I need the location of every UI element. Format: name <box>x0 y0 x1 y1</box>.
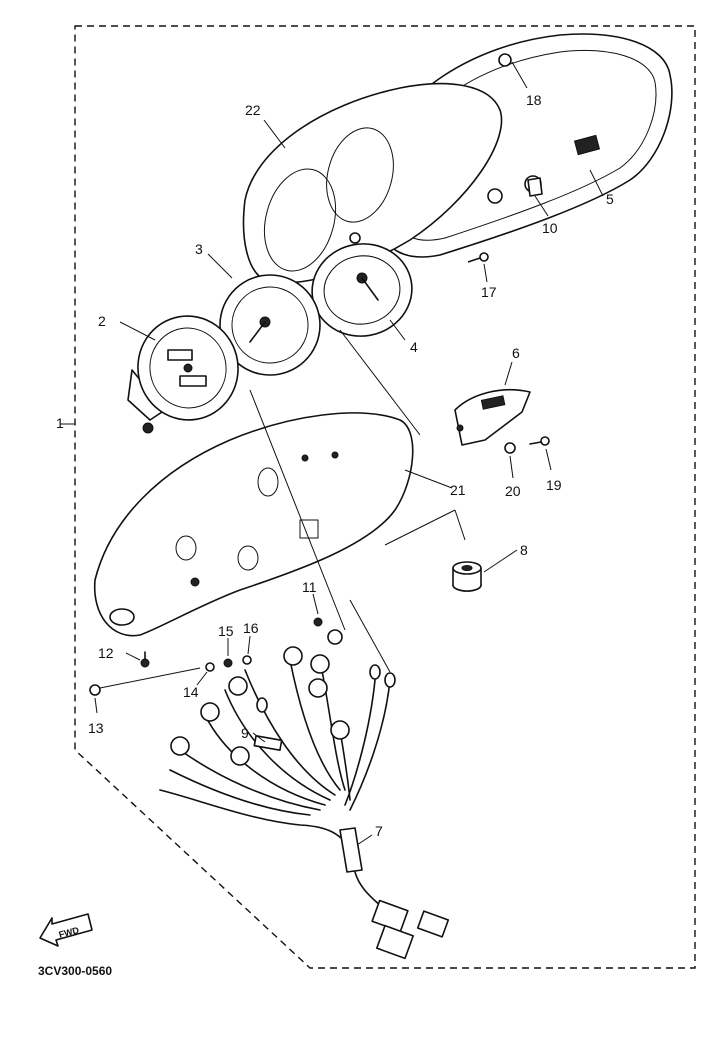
callout-16: 16 <box>243 620 259 636</box>
grommet <box>452 561 482 592</box>
forward-arrow-icon: FWD <box>39 913 93 947</box>
callout-leaders <box>94 61 604 846</box>
callout-6: 6 <box>512 345 520 361</box>
lower-case <box>93 412 414 637</box>
callout-15: 15 <box>218 623 234 639</box>
callout-11: 11 <box>302 579 317 595</box>
assembly-boundary <box>74 25 696 969</box>
indicator-unit <box>454 388 531 446</box>
callout-9: 9 <box>241 725 249 741</box>
screw-12 <box>140 658 150 668</box>
callout-labels: 1 2 3 4 5 6 7 8 9 10 11 12 13 14 15 16 1… <box>56 92 614 839</box>
screw-13 <box>89 684 101 696</box>
callout-8: 8 <box>520 542 528 558</box>
wire-harness <box>159 629 450 960</box>
callout-7: 7 <box>375 823 383 839</box>
washer-15 <box>223 658 233 668</box>
diagram-code: 3CV300-0560 <box>38 964 112 978</box>
grommet-10 <box>527 177 543 197</box>
callout-3: 3 <box>195 241 203 257</box>
washer-20 <box>504 442 516 454</box>
screw-11 <box>313 617 323 627</box>
callout-12: 12 <box>98 645 114 661</box>
speedometer <box>127 315 239 434</box>
screw-14 <box>205 662 215 672</box>
gauge-4 <box>311 243 413 337</box>
callout-21: 21 <box>450 482 466 498</box>
callout-13: 13 <box>88 720 104 736</box>
bulb-9 <box>253 735 283 751</box>
callout-2: 2 <box>98 313 106 329</box>
callout-14: 14 <box>183 684 199 700</box>
callout-4: 4 <box>410 339 418 355</box>
callout-18: 18 <box>526 92 542 108</box>
washer-16 <box>242 655 252 665</box>
callout-22: 22 <box>245 102 261 118</box>
callout-5: 5 <box>606 191 614 207</box>
callout-19: 19 <box>546 477 562 493</box>
callout-17: 17 <box>481 284 497 300</box>
gauge-3 <box>219 274 321 376</box>
callout-10: 10 <box>542 220 558 236</box>
callout-1: 1 <box>56 415 64 431</box>
callout-20: 20 <box>505 483 521 499</box>
screw-19 <box>540 436 550 446</box>
screw-17 <box>467 257 481 263</box>
